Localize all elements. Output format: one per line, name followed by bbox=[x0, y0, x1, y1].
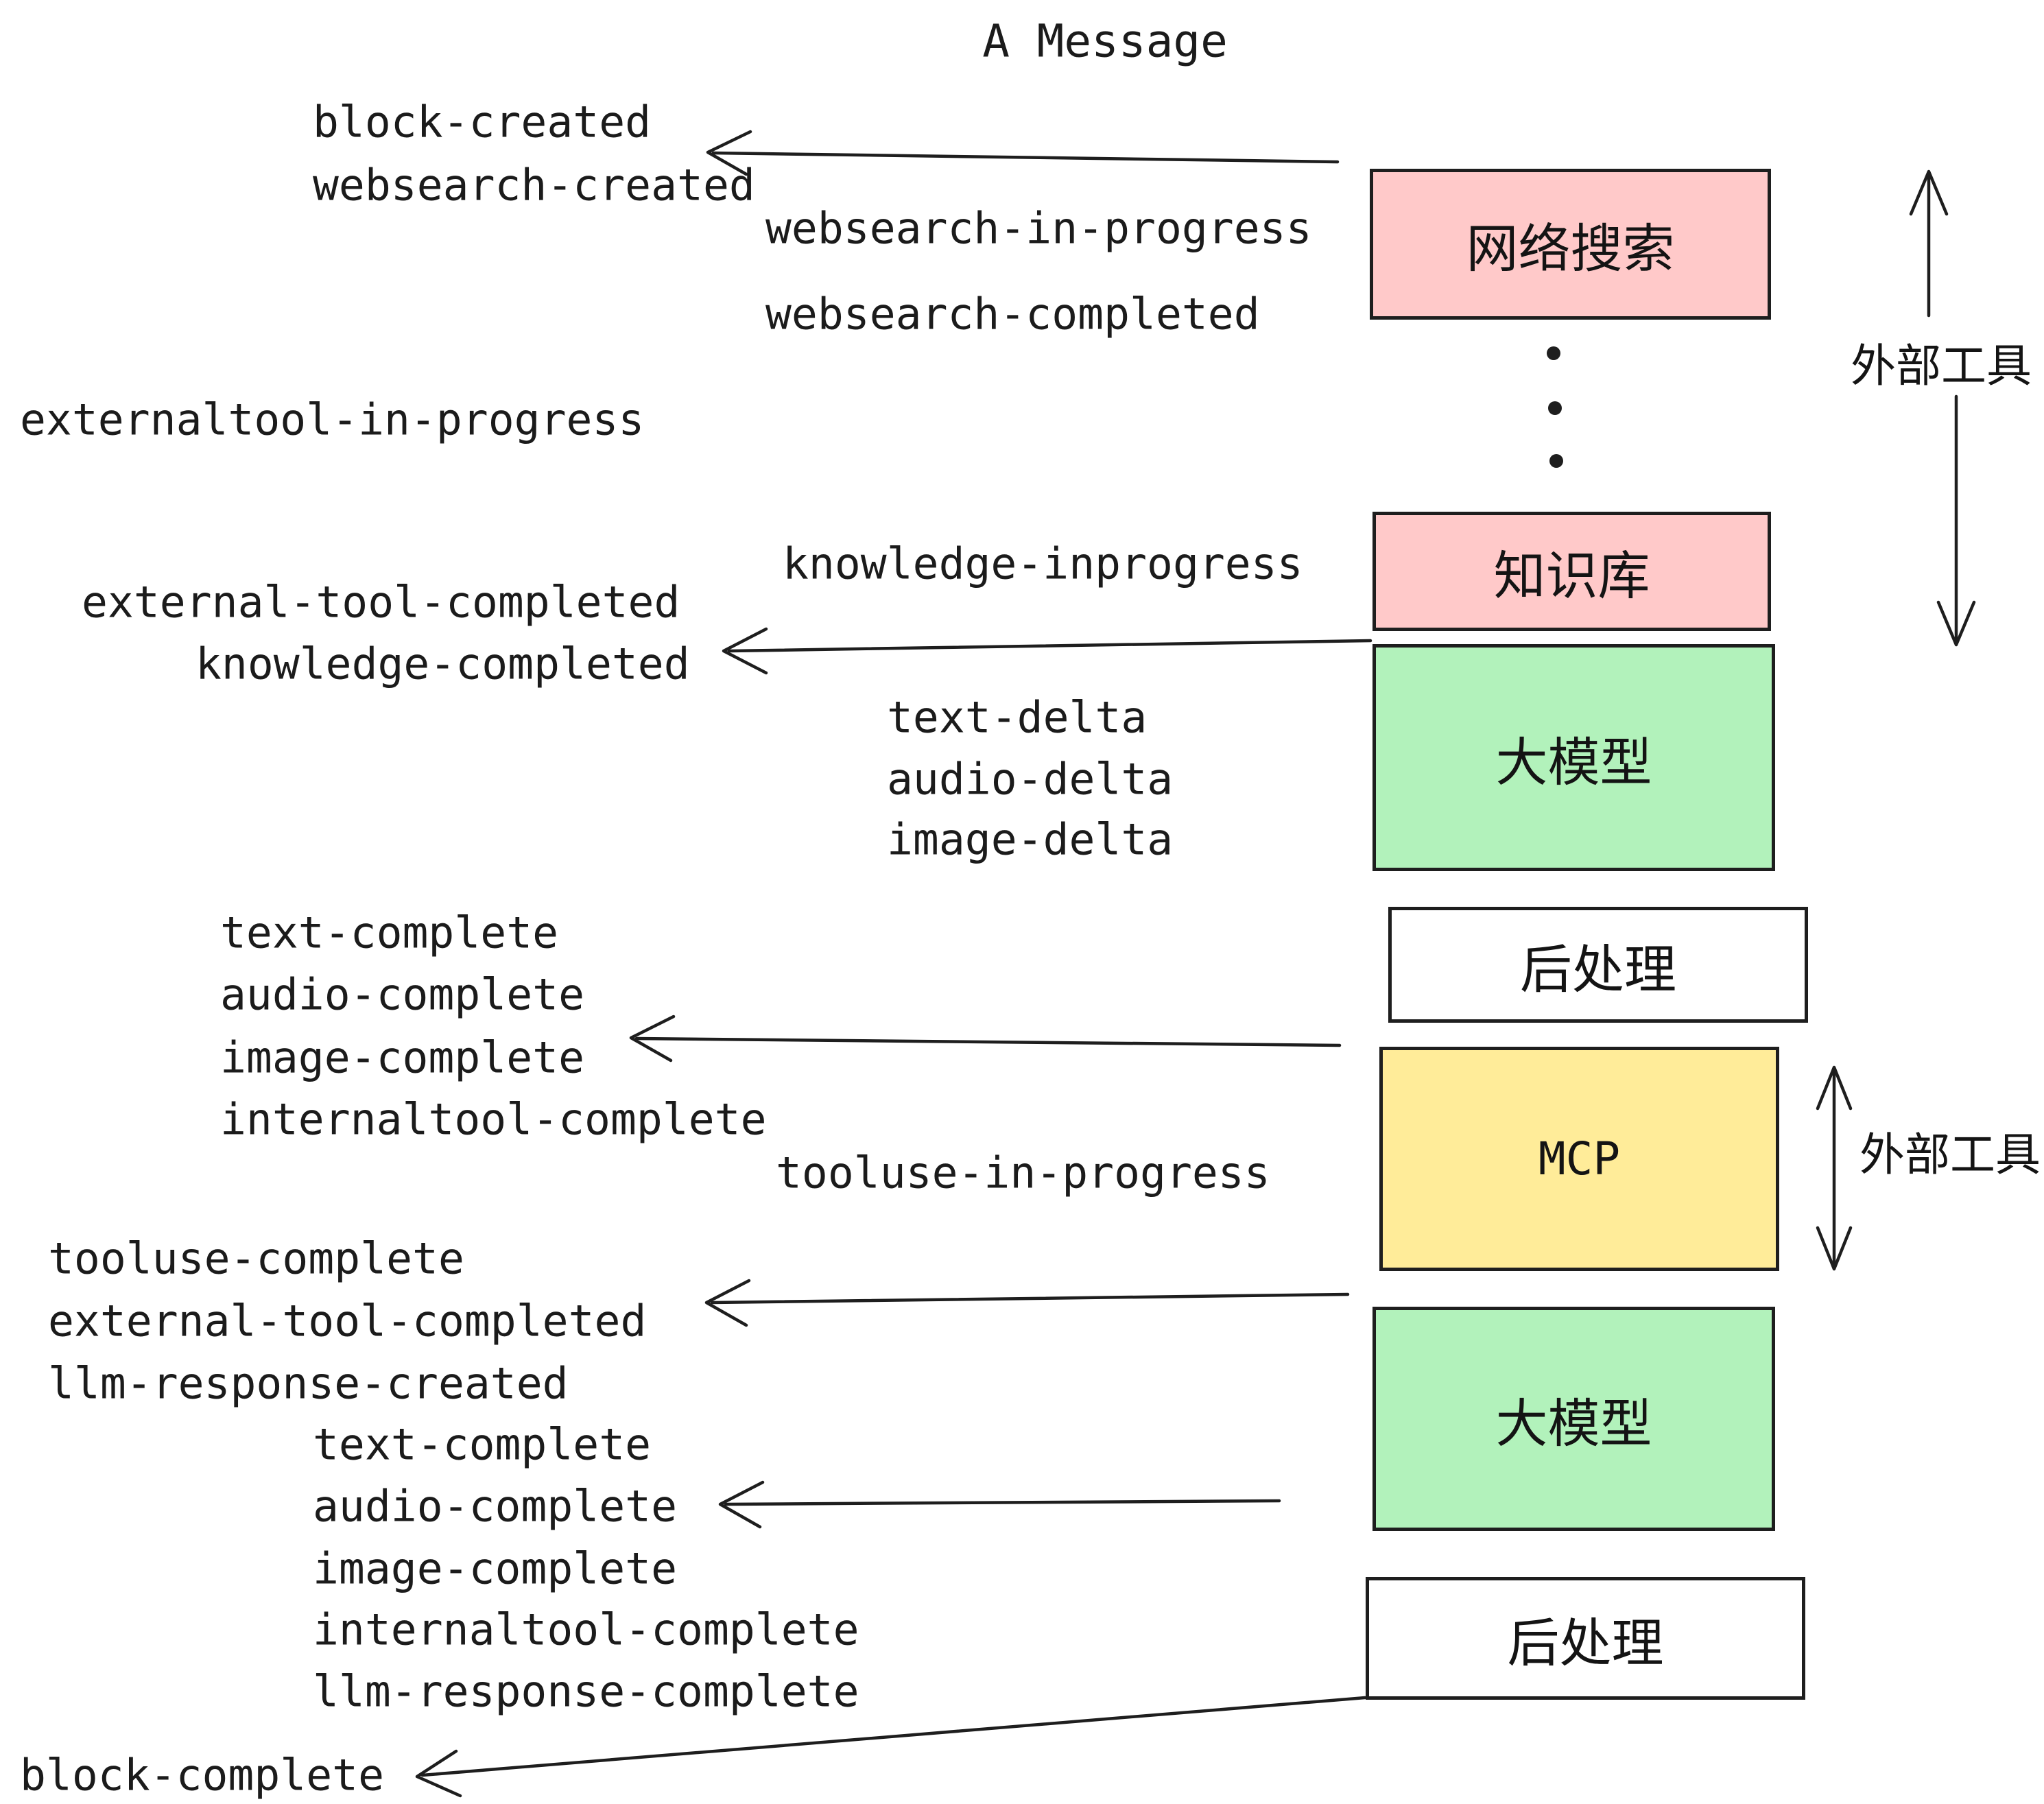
event-text-complete-2: text-complete bbox=[313, 1419, 652, 1470]
event-internaltool-complete-2: internaltool-complete bbox=[313, 1604, 859, 1655]
external-tools-annotation-top: 外部工具 bbox=[1851, 340, 2032, 391]
box-llm-2: 大模型 bbox=[1372, 1307, 1775, 1531]
arrow-llm2-to-external-tool-completed bbox=[706, 1281, 1348, 1325]
box-post-process-1: 后处理 bbox=[1388, 907, 1808, 1023]
event-audio-complete-1: audio-complete bbox=[220, 969, 585, 1020]
arrow-mcp-to-image-complete bbox=[631, 1017, 1340, 1060]
box-llm-2-label: 大模型 bbox=[1495, 1394, 1652, 1453]
event-text-complete-1: text-complete bbox=[220, 907, 559, 958]
event-audio-delta-1: audio-delta bbox=[887, 754, 1174, 805]
box-knowledge-base: 知识库 bbox=[1372, 512, 1771, 631]
event-image-complete-1: image-complete bbox=[220, 1032, 585, 1083]
event-llm-response-complete: llm-response-complete bbox=[313, 1666, 859, 1717]
arrow-llm2-to-audio-complete bbox=[720, 1482, 1279, 1527]
event-tooluse-complete: tooluse-complete bbox=[48, 1233, 464, 1284]
arrow-websearch-to-block-created bbox=[708, 132, 1338, 174]
event-internaltool-complete-1: internaltool-complete bbox=[220, 1094, 767, 1145]
event-websearch-created: websearch-created bbox=[313, 160, 755, 211]
box-post-process-2: 后处理 bbox=[1366, 1577, 1805, 1700]
event-knowledge-completed: knowledge-completed bbox=[195, 639, 690, 689]
box-llm-1: 大模型 bbox=[1372, 644, 1775, 871]
box-post-process-1-label: 后处理 bbox=[1520, 940, 1676, 999]
event-websearch-in-progress: websearch-in-progress bbox=[765, 203, 1312, 254]
box-llm-1-label: 大模型 bbox=[1495, 733, 1652, 792]
diagram-title: A Message bbox=[982, 14, 1228, 68]
arrow-postprocess-to-block-complete bbox=[417, 1698, 1365, 1796]
arrow-knowledge-to-knowledge-completed bbox=[724, 629, 1370, 673]
event-external-tool-completed-1: external-tool-completed bbox=[82, 577, 680, 628]
mcp-external-tool-double-arrow bbox=[1818, 1067, 1851, 1269]
event-image-delta-1: image-delta bbox=[887, 814, 1174, 865]
box-web-search-label: 网络搜索 bbox=[1466, 220, 1675, 278]
box-mcp: MCP bbox=[1379, 1047, 1779, 1271]
box-web-search: 网络搜索 bbox=[1370, 169, 1771, 320]
external-tools-annotation-mcp: 外部工具 bbox=[1859, 1129, 2041, 1180]
external-tool-up-arrow bbox=[1911, 171, 1947, 316]
box-post-process-2-label: 后处理 bbox=[1507, 1614, 1664, 1673]
vertical-ellipsis-dots bbox=[1547, 346, 1563, 468]
event-externaltool-in-progress: externaltool-in-progress bbox=[20, 394, 645, 445]
event-block-complete: block-complete bbox=[20, 1750, 385, 1801]
box-mcp-label: MCP bbox=[1538, 1132, 1621, 1185]
event-llm-response-created: llm-response-created bbox=[48, 1358, 569, 1409]
event-knowledge-inprogress: knowledge-inprogress bbox=[783, 538, 1303, 589]
external-tool-down-arrow bbox=[1938, 396, 1974, 645]
event-image-complete-2: image-complete bbox=[313, 1543, 678, 1594]
event-external-tool-completed-2: external-tool-completed bbox=[48, 1296, 647, 1346]
event-tooluse-in-progress: tooluse-in-progress bbox=[776, 1148, 1270, 1198]
event-audio-complete-2: audio-complete bbox=[313, 1481, 678, 1532]
box-knowledge-base-label: 知识库 bbox=[1493, 547, 1650, 606]
event-websearch-completed: websearch-completed bbox=[765, 289, 1260, 340]
event-text-delta-1: text-delta bbox=[887, 692, 1148, 743]
event-block-created: block-created bbox=[313, 97, 652, 147]
